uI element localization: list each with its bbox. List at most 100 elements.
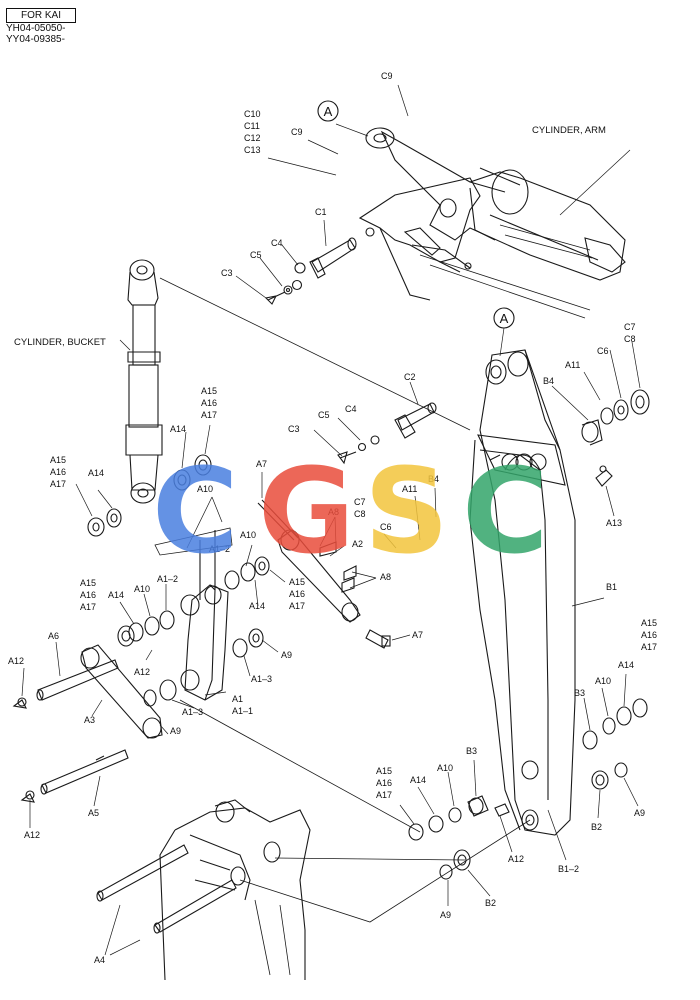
label-a11: A11 [402,484,417,494]
label-c4: C4 [345,404,357,414]
label-a10: A10 [437,763,453,773]
label-a15: A15 [376,766,392,776]
label-a14: A14 [170,424,186,434]
label-a14: A14 [410,775,426,785]
label-a14: A14 [88,468,104,478]
serial-range-2: YY04-09385- [6,34,65,45]
watermark-logo: C G S C [152,442,549,580]
label-c10: C10 [244,109,261,119]
label-c1: C1 [315,207,327,217]
label-c6: C6 [380,522,392,532]
watermark-letter-c: C [462,442,549,580]
label-a1-3: A1–3 [251,674,272,684]
label-c12: C12 [244,133,261,143]
pin-a6 [12,659,119,709]
label-a10: A10 [197,484,213,494]
label-a6: A6 [48,631,59,641]
label-a12: A12 [24,830,40,840]
label-c4: C4 [271,238,283,248]
label-a14: A14 [108,590,124,600]
bottom-hardware [408,698,648,880]
label-a8: A8 [380,572,391,582]
label-c7: C7 [354,497,366,507]
callout-a-mid-letter: A [500,311,509,326]
label-b2: B2 [591,822,602,832]
watermark-letter-s: S [364,442,449,580]
label-c5: C5 [318,410,330,420]
label-c8: C8 [624,334,636,344]
bucket-cylinder [125,259,471,504]
label-a7: A7 [412,630,423,640]
cylinder-bucket-label: CYLINDER, BUCKET [14,337,106,348]
pin-c1 [264,237,357,305]
callout-a-top-letter: A [324,104,333,119]
label-a17: A17 [201,410,217,420]
pin-a5 [20,749,129,803]
leader-lines [21,84,641,956]
label-a17: A17 [289,601,305,611]
label-a1: A1 [232,694,243,704]
label-a17: A17 [641,642,657,652]
watermark-letter-g: G [258,442,355,580]
label-a16: A16 [50,467,66,477]
header-title: FOR KAI [6,8,77,23]
label-a10: A10 [240,530,256,540]
label-b3: B3 [574,688,585,698]
label-a15: A15 [289,577,305,587]
label-a9: A9 [170,726,181,736]
label-c2: C2 [404,372,416,382]
label-a11: A11 [565,360,580,370]
bucket [96,799,311,981]
label-a15: A15 [50,455,66,465]
label-a17: A17 [50,479,66,489]
label-a1-1: A1–1 [232,706,253,716]
label-a15: A15 [80,578,96,588]
label-a10: A10 [595,676,611,686]
label-b2: B2 [485,898,496,908]
label-a1-2: A1–2 [157,574,178,584]
callout-a-top: A [317,100,339,122]
callout-a-mid: A [493,307,515,357]
arm-top-bracket [358,177,591,319]
label-a14: A14 [249,601,265,611]
cylinder-arm-label: CYLINDER, ARM [532,125,606,136]
label-a10: A10 [134,584,150,594]
label-a13: A13 [606,518,622,528]
washers-a-stack [117,610,175,647]
arm-cylinder [365,127,626,281]
label-a4: A4 [94,955,105,965]
label-b3: B3 [466,746,477,756]
label-a16: A16 [80,590,96,600]
label-a9: A9 [440,910,451,920]
label-a16: A16 [641,630,657,640]
label-c11: C11 [244,121,260,131]
label-a12: A12 [508,854,524,864]
label-c3: C3 [288,424,300,434]
label-a12: A12 [8,656,24,666]
arm-pin-hardware [581,389,650,487]
label-a2: A2 [352,539,363,549]
label-a3: A3 [84,715,95,725]
label-a17: A17 [80,602,96,612]
label-c9: C9 [291,127,303,137]
label-a16: A16 [376,778,392,788]
model-header: FOR KAI YH04-05050- YY04-09385- [6,8,77,45]
label-a7: A7 [256,459,267,469]
label-c13: C13 [244,145,261,155]
label-a16: A16 [289,589,305,599]
label-c6: C6 [597,346,609,356]
link-a3 [80,644,163,739]
label-b1: B1 [606,582,617,592]
washers-left-stack [87,454,212,537]
label-a1-3: A1–3 [182,707,203,717]
label-b4: B4 [543,376,554,386]
label-c7: C7 [624,322,636,332]
label-a1-2: A1–2 [209,544,230,554]
part-labels: C9 C10 C11 C12 C13 C9 C1 C4 C5 C3 C7 C8 … [8,71,657,965]
arm-body [469,349,576,836]
label-b4: B4 [428,474,439,484]
watermark-letter-c: C [152,442,239,580]
label-a5: A5 [88,808,99,818]
